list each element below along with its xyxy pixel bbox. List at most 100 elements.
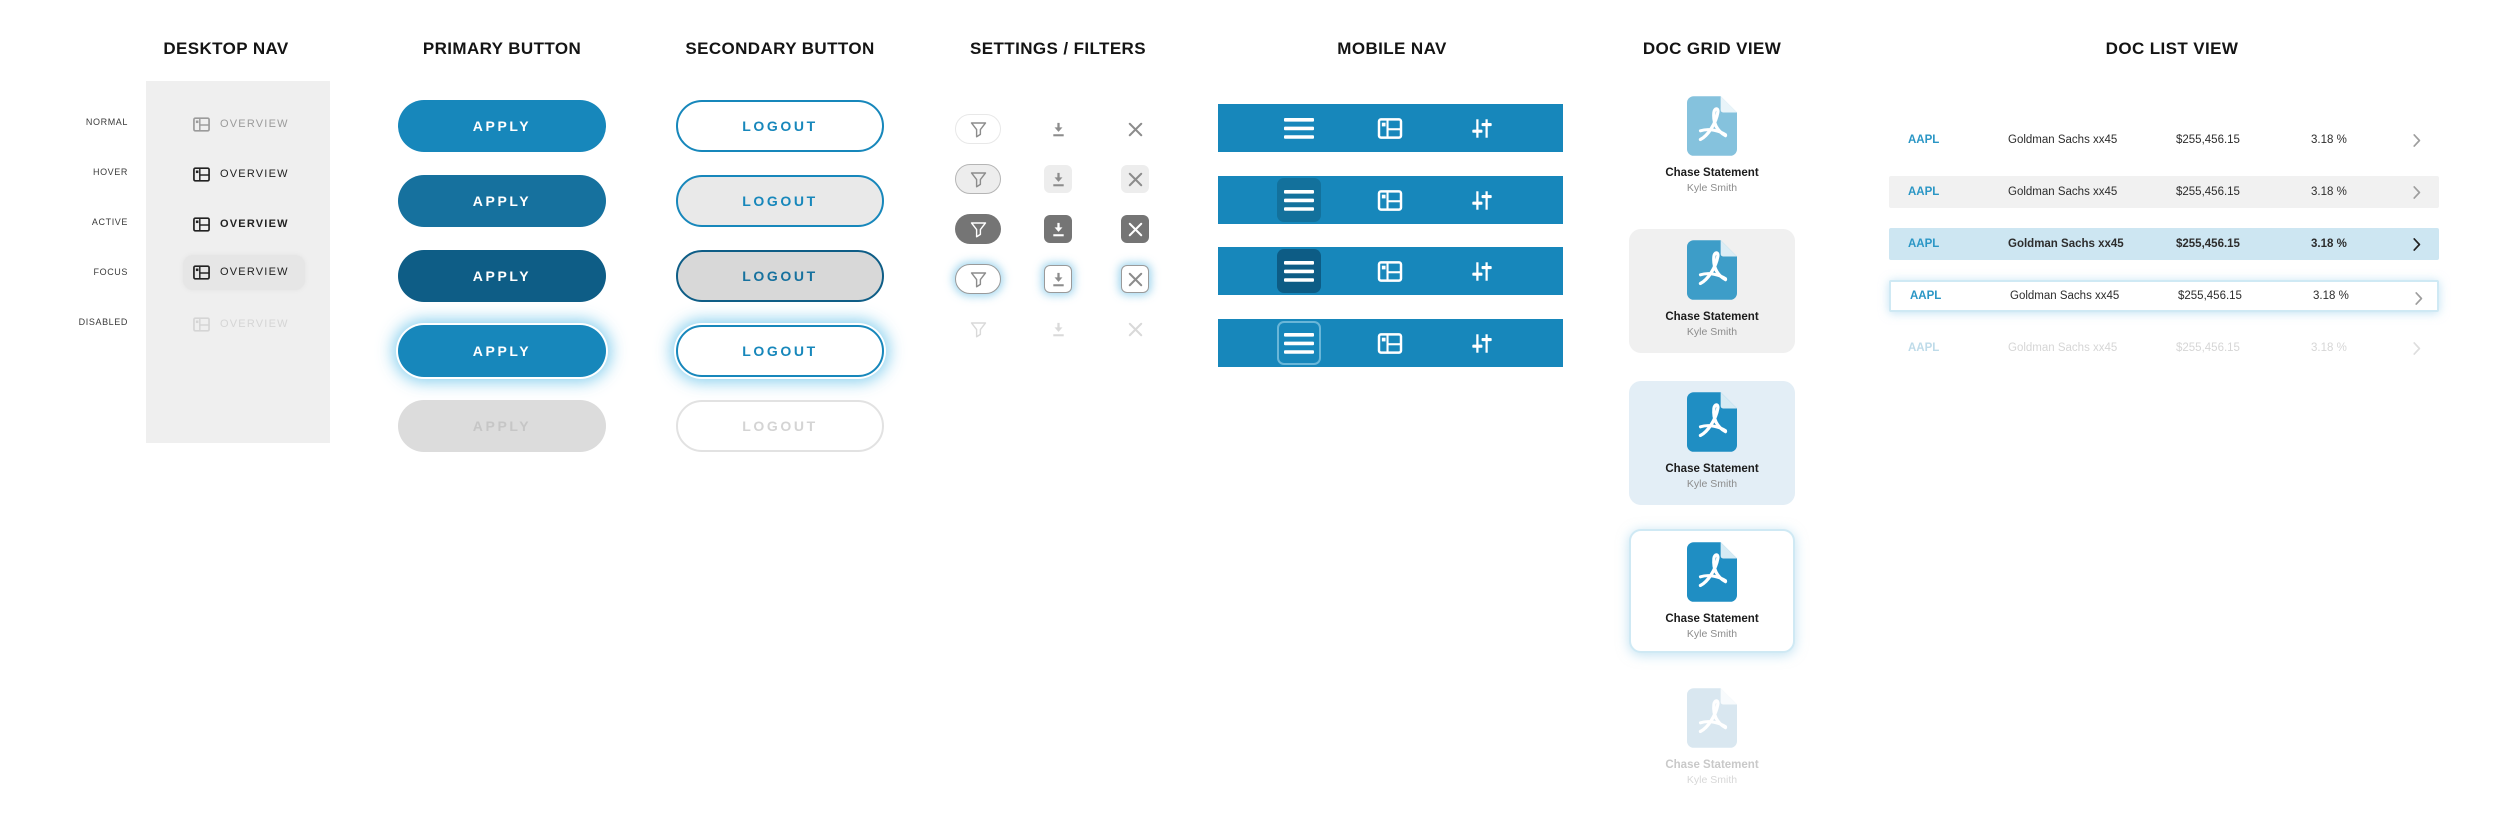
account-cell: Goldman Sachs xx45 [2008,238,2124,250]
percent-cell: 3.18 % [2311,134,2347,146]
doc-card-hover[interactable]: Chase Statement Kyle Smith [1629,229,1795,353]
menu-icon [1284,118,1314,139]
menu-button-active[interactable] [1277,249,1321,293]
filter-button-focus[interactable] [955,264,1001,294]
filter-icon [970,121,987,138]
download-button-hover[interactable] [1044,165,1072,193]
overview-button[interactable] [1368,106,1412,150]
ticker-cell: AAPL [1908,186,1940,198]
nav-item-label: OVERVIEW [220,168,289,180]
nav-item-overview-disabled: OVERVIEW [146,299,330,349]
logout-button-normal[interactable]: LOGOUT [676,100,884,152]
state-label-disabled: DISABLED [78,317,128,327]
overview-button[interactable] [1368,178,1412,222]
doc-card-disabled: Chase Statement Kyle Smith [1629,677,1795,801]
doc-card-focus[interactable]: Chase Statement Kyle Smith [1629,529,1795,653]
tune-button[interactable] [1460,106,1504,150]
close-icon [1127,121,1144,138]
pdf-icon [1687,240,1737,300]
doc-card-title: Chase Statement [1665,167,1759,179]
percent-cell: 3.18 % [2311,342,2347,354]
logout-button-active[interactable]: LOGOUT [676,250,884,302]
doc-card-subtitle: Kyle Smith [1686,628,1738,640]
menu-icon [1284,333,1314,354]
state-label-normal: NORMAL [85,117,128,127]
close-button-hover[interactable] [1121,165,1149,193]
download-button-active[interactable] [1044,215,1072,243]
account-cell: Goldman Sachs xx45 [2008,186,2118,198]
overview-icon [1377,118,1403,139]
close-button-active[interactable] [1121,215,1149,243]
download-icon [1050,121,1067,138]
mobile-nav-bar-focus [1218,319,1563,367]
close-icon [1127,171,1144,188]
doc-card-subtitle: Kyle Smith [1686,326,1738,338]
mobile-nav-bar-normal [1218,104,1563,152]
menu-button-focus[interactable] [1277,321,1321,365]
ticker-cell: AAPL [1908,134,1940,146]
tune-icon [1470,261,1494,282]
secondary-button-header: SECONDARY BUTTON [685,39,875,58]
apply-button-active[interactable]: APPLY [398,250,606,302]
nav-item-overview-hover[interactable]: OVERVIEW [146,149,330,199]
apply-button-disabled: APPLY [398,400,606,452]
download-button-normal[interactable] [1044,115,1072,143]
ticker-cell: AAPL [1908,342,1940,354]
account-cell: Goldman Sachs xx45 [2010,290,2120,302]
nav-item-label: OVERVIEW [220,118,289,130]
apply-button-hover[interactable]: APPLY [398,175,606,227]
doc-card-title: Chase Statement [1665,613,1759,625]
filter-button-normal[interactable] [955,114,1001,144]
desktop-nav-panel: OVERVIEW OVERVIEW OVERVIEW OVERVIEW OVER… [146,81,330,443]
filter-button-hover[interactable] [955,164,1001,194]
filter-button-active[interactable] [955,214,1001,244]
tune-button[interactable] [1460,178,1504,222]
nav-item-label: OVERVIEW [220,318,289,330]
pdf-icon [1687,96,1737,156]
close-button-focus[interactable] [1121,265,1149,293]
tune-button[interactable] [1460,249,1504,293]
logout-button-hover[interactable]: LOGOUT [676,175,884,227]
doc-list-row-active[interactable]: AAPL Goldman Sachs xx45 $255,456.15 3.18… [1889,228,2439,260]
filter-button-disabled [955,314,1001,344]
download-button-focus[interactable] [1044,265,1072,293]
close-icon [1127,221,1144,238]
mobile-nav-bar-active [1218,247,1563,295]
overview-icon [1377,190,1403,211]
download-button-disabled [1044,315,1072,343]
overview-button[interactable] [1368,321,1412,365]
doc-list-row-hover[interactable]: AAPL Goldman Sachs xx45 $255,456.15 3.18… [1889,176,2439,208]
doc-card-subtitle: Kyle Smith [1686,478,1738,490]
nav-item-overview-active[interactable]: OVERVIEW [146,199,330,249]
filter-icon [970,271,987,288]
chevron-right-icon [2413,124,2421,156]
doc-list-row-normal[interactable]: AAPL Goldman Sachs xx45 $255,456.15 3.18… [1889,124,2439,156]
menu-button-hover[interactable] [1277,178,1321,222]
amount-cell: $255,456.15 [2176,238,2240,250]
overview-icon [1377,333,1403,354]
doc-card-normal[interactable]: Chase Statement Kyle Smith [1629,85,1795,209]
nav-item-overview-normal[interactable]: OVERVIEW [146,99,330,149]
doc-card-active[interactable]: Chase Statement Kyle Smith [1629,381,1795,505]
nav-item-overview-focus[interactable]: OVERVIEW [146,247,330,297]
amount-cell: $255,456.15 [2176,134,2240,146]
tune-button[interactable] [1460,321,1504,365]
logout-button-focus[interactable]: LOGOUT [676,325,884,377]
menu-icon [1284,261,1314,282]
menu-button[interactable] [1277,106,1321,150]
doc-card-subtitle: Kyle Smith [1686,774,1738,786]
overview-button[interactable] [1368,249,1412,293]
apply-button-normal[interactable]: APPLY [398,100,606,152]
chevron-right-icon [2413,228,2421,260]
apply-button-focus[interactable]: APPLY [398,325,606,377]
state-label-hover: HOVER [92,167,128,177]
filter-icon [970,171,987,188]
doc-card-title: Chase Statement [1665,463,1759,475]
doc-card-title: Chase Statement [1665,311,1759,323]
close-button-normal[interactable] [1121,115,1149,143]
tune-icon [1470,333,1494,354]
overview-icon [193,265,210,280]
nav-item-label: OVERVIEW [220,266,289,278]
doc-list-row-focus[interactable]: AAPL Goldman Sachs xx45 $255,456.15 3.18… [1889,280,2439,312]
account-cell: Goldman Sachs xx45 [2008,134,2118,146]
